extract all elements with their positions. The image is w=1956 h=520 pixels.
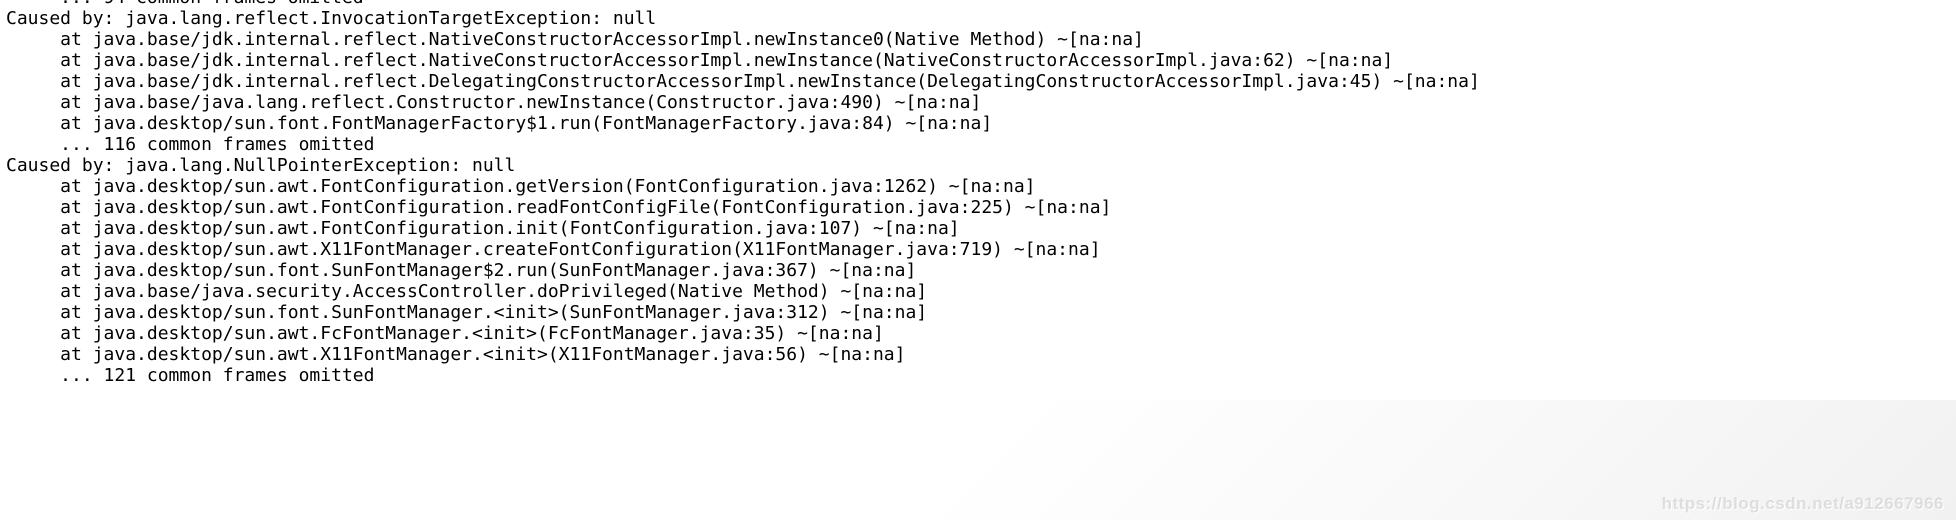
stack-trace-line: at java.desktop/sun.font.FontManagerFact… xyxy=(6,113,993,134)
stack-trace-frames-omitted: ... 116 common frames omitted xyxy=(6,134,375,155)
stack-trace-line: at java.base/jdk.internal.reflect.Native… xyxy=(6,29,1144,50)
stack-trace-line-clipped: ... 94 common frames omitted xyxy=(6,0,1956,8)
stack-trace-caused-by-1: Caused by: java.lang.reflect.InvocationT… xyxy=(6,8,657,29)
stack-trace-line: at java.desktop/sun.awt.X11FontManager.<… xyxy=(6,344,906,365)
csdn-watermark: https://blog.csdn.net/a912667966 xyxy=(1661,494,1944,513)
stack-trace-line: at java.desktop/sun.font.SunFontManager$… xyxy=(6,260,917,281)
stack-trace-line: at java.base/java.lang.reflect.Construct… xyxy=(6,92,982,113)
stack-trace-line: at java.base/java.security.AccessControl… xyxy=(6,281,928,302)
stack-trace-line: at java.desktop/sun.awt.FontConfiguratio… xyxy=(6,197,1112,218)
corner-shade xyxy=(456,400,1956,520)
console-output: ... 94 common frames omitted Caused by: … xyxy=(6,0,1956,386)
stack-trace-line: at java.desktop/sun.awt.X11FontManager.c… xyxy=(6,239,1101,260)
stack-trace-line: at java.desktop/sun.awt.FcFontManager.<i… xyxy=(6,323,884,344)
stack-trace-line: at java.base/jdk.internal.reflect.Native… xyxy=(6,50,1394,71)
stack-trace-line: at java.desktop/sun.awt.FontConfiguratio… xyxy=(6,176,1036,197)
stack-trace-frames-omitted: ... 121 common frames omitted xyxy=(6,365,375,386)
stack-trace-line: at java.desktop/sun.awt.FontConfiguratio… xyxy=(6,218,960,239)
stack-trace-line: at java.desktop/sun.font.SunFontManager.… xyxy=(6,302,928,323)
stack-trace-caused-by-2: Caused by: java.lang.NullPointerExceptio… xyxy=(6,155,516,176)
stack-trace-line: at java.base/jdk.internal.reflect.Delega… xyxy=(6,71,1480,92)
